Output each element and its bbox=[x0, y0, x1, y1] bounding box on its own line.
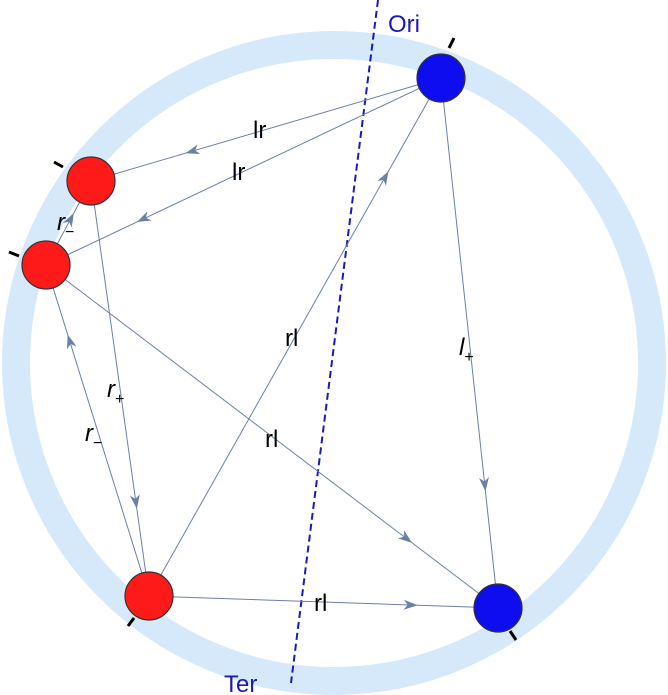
node-r1 bbox=[53, 156, 116, 206]
edge-line bbox=[56, 201, 81, 245]
edge-line bbox=[113, 84, 419, 175]
edge-arrowhead bbox=[67, 334, 77, 350]
edge-label: rl bbox=[314, 590, 327, 617]
edge-B1-R1: lr bbox=[113, 84, 419, 175]
node-tick-mark bbox=[508, 630, 518, 641]
node-tick-mark bbox=[53, 160, 64, 169]
edge-R3-B1: rl bbox=[160, 98, 430, 576]
edge-arrowhead bbox=[185, 144, 201, 155]
edge-label: r+ bbox=[107, 376, 124, 408]
node-circle-blue bbox=[416, 53, 466, 103]
edge-label: rl bbox=[265, 426, 278, 453]
chromosome-ring bbox=[2, 31, 666, 695]
edge-label-main: lr bbox=[253, 117, 266, 144]
node-r3 bbox=[124, 571, 174, 627]
edge-line bbox=[443, 101, 496, 585]
ori-label: Ori bbox=[388, 11, 420, 38]
node-b2 bbox=[473, 583, 523, 641]
edge-arrowhead bbox=[377, 171, 389, 186]
edge-label: r− bbox=[85, 420, 102, 452]
node-tick-mark bbox=[126, 617, 136, 627]
edge-label-main: rl bbox=[314, 590, 327, 617]
edge-B1-R2: lr bbox=[67, 87, 420, 256]
edge-line bbox=[67, 87, 420, 256]
edge-label-main: l bbox=[459, 334, 465, 361]
edge-label-main: r bbox=[57, 209, 66, 236]
nodes bbox=[8, 37, 523, 641]
edge-B1-B2: l+ bbox=[443, 101, 496, 585]
edge-R3-R2: r− bbox=[52, 287, 143, 574]
node-circle-red bbox=[66, 156, 116, 206]
node-circle-red bbox=[124, 571, 174, 621]
edge-label: l+ bbox=[459, 334, 474, 366]
edge-label-main: r bbox=[107, 376, 116, 403]
edge-line bbox=[172, 596, 475, 608]
edge-label-main: rl bbox=[285, 325, 298, 352]
edge-label: lr bbox=[253, 117, 266, 144]
edge-arrowhead bbox=[478, 476, 489, 492]
node-tick-mark bbox=[8, 250, 20, 258]
edge-label-subscript: + bbox=[464, 349, 473, 366]
edge-arrowhead bbox=[397, 530, 413, 543]
edge-R1-R3: r+ bbox=[93, 204, 147, 573]
edge-R3-B2: rl bbox=[172, 590, 475, 617]
ter-label: Ter bbox=[224, 671, 257, 695]
edge-arrowhead bbox=[136, 211, 152, 222]
node-tick-mark bbox=[447, 37, 456, 49]
edge-label-main: rl bbox=[265, 426, 278, 453]
edge-label-subscript: − bbox=[93, 435, 102, 452]
node-r2 bbox=[8, 240, 71, 290]
edge-label-subscript: + bbox=[115, 391, 124, 408]
node-circle-red bbox=[21, 240, 71, 290]
edge-label-main: r bbox=[85, 420, 94, 447]
edge-arrowhead bbox=[129, 494, 140, 509]
edge-label: rl bbox=[285, 325, 298, 352]
edge-label-main: lr bbox=[232, 159, 245, 186]
edge-arrowhead bbox=[403, 599, 418, 610]
edge-line bbox=[93, 204, 147, 573]
ori-ter-axis bbox=[290, 0, 379, 684]
edge-label: r− bbox=[57, 209, 74, 241]
edge-R2-B2: rl bbox=[64, 279, 480, 594]
node-circle-blue bbox=[473, 583, 523, 633]
node-b1 bbox=[416, 37, 466, 103]
edge-arrowhead bbox=[62, 212, 74, 228]
edge-label-subscript: − bbox=[65, 224, 74, 241]
edge-label: lr bbox=[232, 159, 245, 186]
edge-R2-R1: r− bbox=[56, 201, 81, 245]
